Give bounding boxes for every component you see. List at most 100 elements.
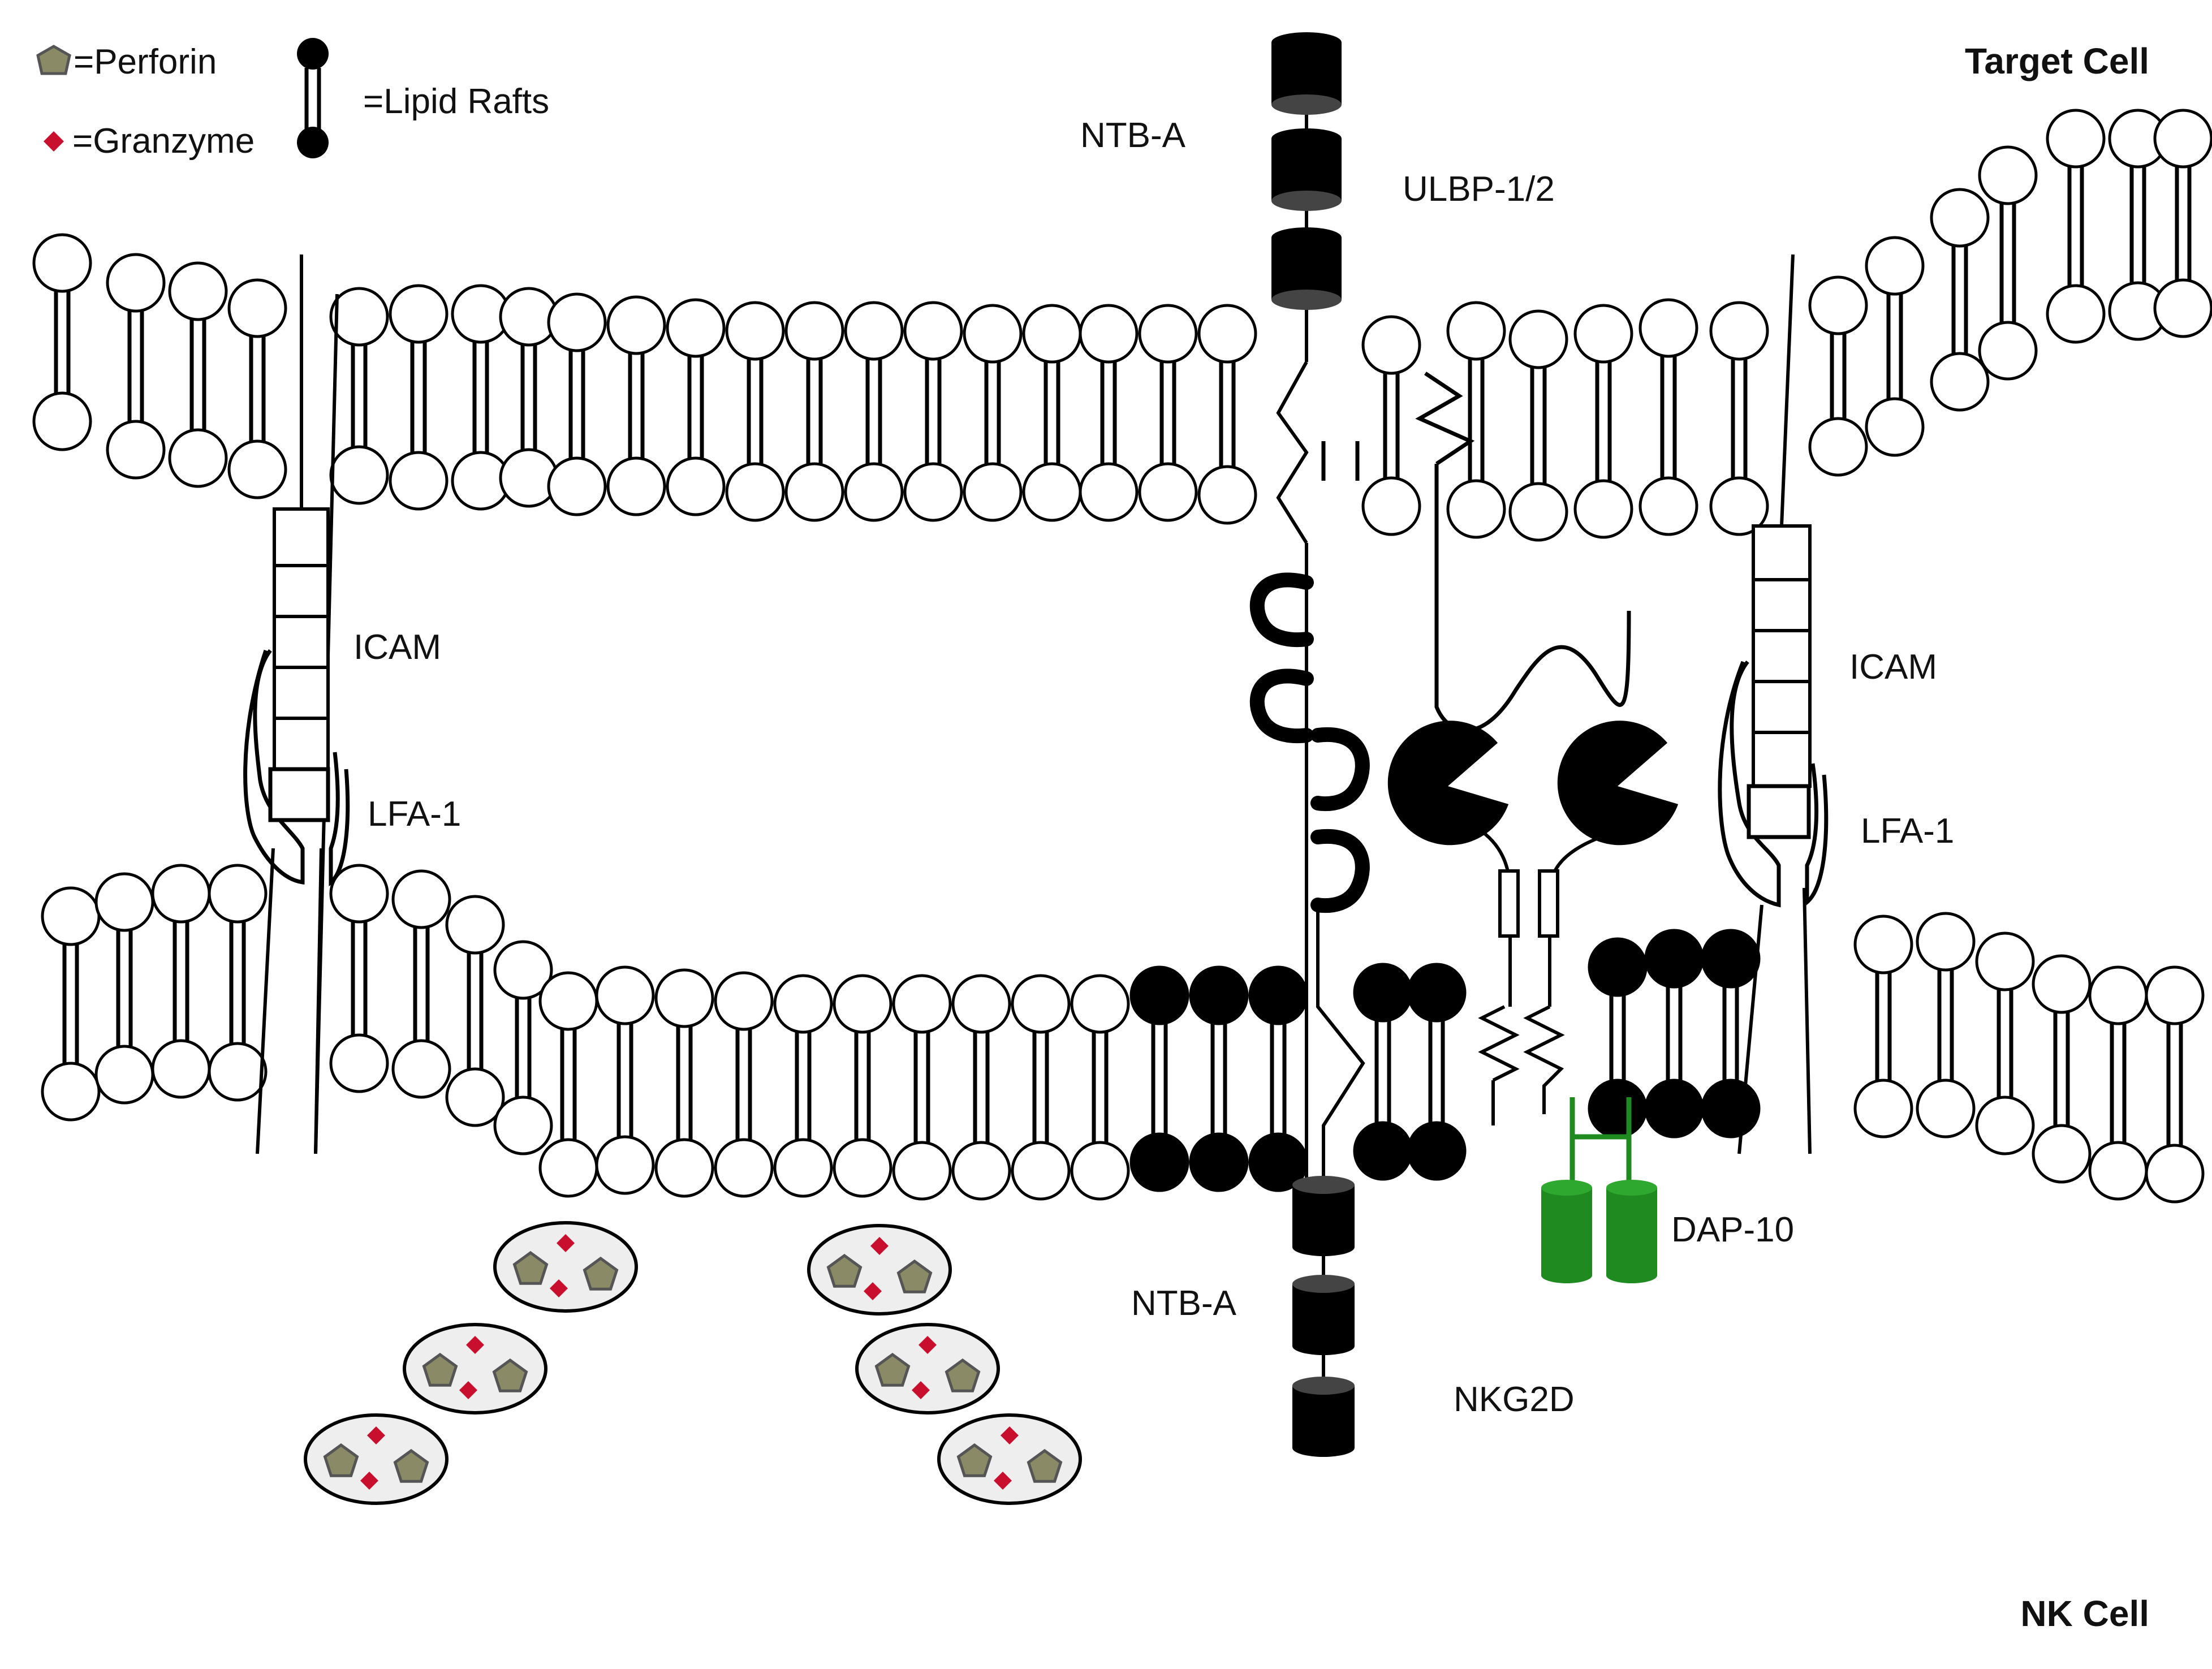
nk-lipid bbox=[892, 974, 952, 1201]
nk-lipid bbox=[445, 895, 505, 1127]
perforin-icon bbox=[422, 1352, 458, 1387]
perforin-icon bbox=[323, 1443, 359, 1477]
target-lipid bbox=[1865, 236, 1925, 457]
target-lipid bbox=[227, 278, 287, 499]
perforin-icon bbox=[896, 1259, 933, 1293]
nkg2d-receptor bbox=[1387, 721, 1679, 1125]
target-lipid bbox=[389, 284, 449, 511]
icam-left-label: ICAM bbox=[353, 628, 441, 667]
lfa1-right-label: LFA-1 bbox=[1861, 812, 1954, 851]
perforin-icon bbox=[874, 1352, 911, 1387]
target-lipid bbox=[106, 253, 166, 480]
lfa1-left bbox=[243, 649, 350, 887]
granzyme-icon bbox=[466, 1336, 484, 1354]
granule bbox=[403, 1323, 547, 1414]
icam-left bbox=[256, 255, 339, 1154]
target-lipid bbox=[1808, 275, 1868, 477]
nk-lipid bbox=[94, 872, 154, 1105]
nk-raft-lipid bbox=[1129, 965, 1189, 1192]
perforin-icon bbox=[492, 1358, 528, 1392]
target-lipid bbox=[666, 298, 726, 516]
target-lipid bbox=[1361, 315, 1421, 536]
granule bbox=[304, 1413, 449, 1505]
lipid-rafts-legend-label: =Lipid Rafts bbox=[363, 82, 549, 121]
ntba-nk-domain-3 bbox=[1292, 1377, 1355, 1457]
perforin-legend-label: =Perforin bbox=[74, 42, 217, 81]
target-cell-label: Target Cell bbox=[1965, 41, 2149, 81]
target-cell-membrane bbox=[32, 109, 2212, 542]
target-lipid bbox=[963, 304, 1023, 522]
ntba-target bbox=[1249, 32, 1370, 1210]
dap10-domain-right bbox=[1606, 1180, 1657, 1283]
nk-lipid bbox=[329, 864, 389, 1093]
nk-lipid bbox=[41, 886, 101, 1122]
target-lipid bbox=[1022, 304, 1082, 522]
nk-cell-label: NK Cell bbox=[2020, 1593, 2149, 1634]
granzyme-icon bbox=[550, 1279, 568, 1297]
granzyme-icon bbox=[459, 1381, 477, 1399]
nk-lipid bbox=[714, 971, 774, 1198]
granzyme-icon bbox=[360, 1472, 378, 1490]
granzyme-legend-icon bbox=[44, 131, 64, 152]
perforin-legend-icon bbox=[36, 45, 71, 75]
ntba-nk-domain-2 bbox=[1292, 1275, 1355, 1355]
nk-lipid bbox=[493, 940, 553, 1155]
dap10-label: DAP-10 bbox=[1671, 1210, 1794, 1249]
nk-lipid bbox=[595, 965, 655, 1195]
nk-lipid bbox=[773, 974, 833, 1198]
ulbp bbox=[1321, 372, 1631, 732]
target-lipid bbox=[844, 301, 904, 522]
ntba-top-domain-2 bbox=[1271, 128, 1342, 211]
granule bbox=[807, 1224, 952, 1316]
lfa1-right bbox=[1718, 660, 1829, 908]
ulbp-label: ULBP-1/2 bbox=[1403, 170, 1555, 209]
nk-lipid bbox=[1070, 974, 1130, 1201]
ntba-bottom-label: NTB-A bbox=[1131, 1284, 1237, 1323]
target-lipid bbox=[1638, 298, 1698, 536]
granzyme-icon bbox=[870, 1237, 889, 1255]
granzyme-icon bbox=[994, 1472, 1012, 1490]
granzyme-icon bbox=[919, 1336, 937, 1354]
lfa1-left-label: LFA-1 bbox=[368, 795, 461, 834]
granzyme-icon bbox=[1001, 1426, 1019, 1444]
lipid-raft-legend-icon bbox=[297, 38, 329, 158]
target-lipid bbox=[168, 261, 228, 488]
nk-raft-lipid bbox=[1248, 965, 1308, 1192]
target-lipid bbox=[451, 284, 511, 511]
icam-right bbox=[1737, 254, 1812, 1154]
nkg2d-label: NKG2D bbox=[1454, 1380, 1575, 1419]
target-lipid bbox=[1446, 301, 1506, 539]
dap10 bbox=[1541, 1097, 1657, 1283]
ntba-top-label: NTB-A bbox=[1080, 116, 1186, 155]
nk-lipid bbox=[2032, 954, 2092, 1184]
icam-right-label: ICAM bbox=[1849, 648, 1937, 687]
target-lipid bbox=[499, 287, 559, 508]
nk-raft-lipid bbox=[1353, 963, 1413, 1181]
perforin-icon bbox=[512, 1250, 549, 1285]
nk-lipid bbox=[2088, 965, 2148, 1201]
perforin-icon bbox=[945, 1358, 981, 1392]
nk-lipid bbox=[1011, 974, 1071, 1201]
target-lipid bbox=[1573, 304, 1633, 539]
granzyme-legend-label: =Granzyme bbox=[72, 122, 255, 161]
nk-raft-lipid bbox=[1407, 963, 1467, 1181]
target-lipid bbox=[1709, 301, 1769, 536]
perforin-icon bbox=[1027, 1448, 1063, 1483]
target-lipid bbox=[1978, 145, 2038, 381]
target-lipid bbox=[2153, 109, 2212, 338]
target-lipid bbox=[903, 301, 963, 522]
granzyme-icon bbox=[557, 1234, 575, 1252]
granule bbox=[855, 1323, 1000, 1414]
ntba-top-domain-3 bbox=[1271, 227, 1342, 310]
nk-lipid bbox=[1916, 912, 1976, 1138]
perforin-icon bbox=[826, 1253, 863, 1288]
nk-cell-membrane bbox=[41, 864, 2205, 1204]
ntba-top-domain-1 bbox=[1271, 32, 1342, 115]
nk-lipid bbox=[151, 864, 211, 1099]
target-lipid bbox=[1079, 304, 1139, 522]
target-lipid bbox=[1930, 188, 1990, 412]
nk-raft-lipid bbox=[1644, 929, 1704, 1138]
target-lipid bbox=[32, 233, 92, 451]
ntba-nk-domain-1 bbox=[1292, 1176, 1355, 1256]
